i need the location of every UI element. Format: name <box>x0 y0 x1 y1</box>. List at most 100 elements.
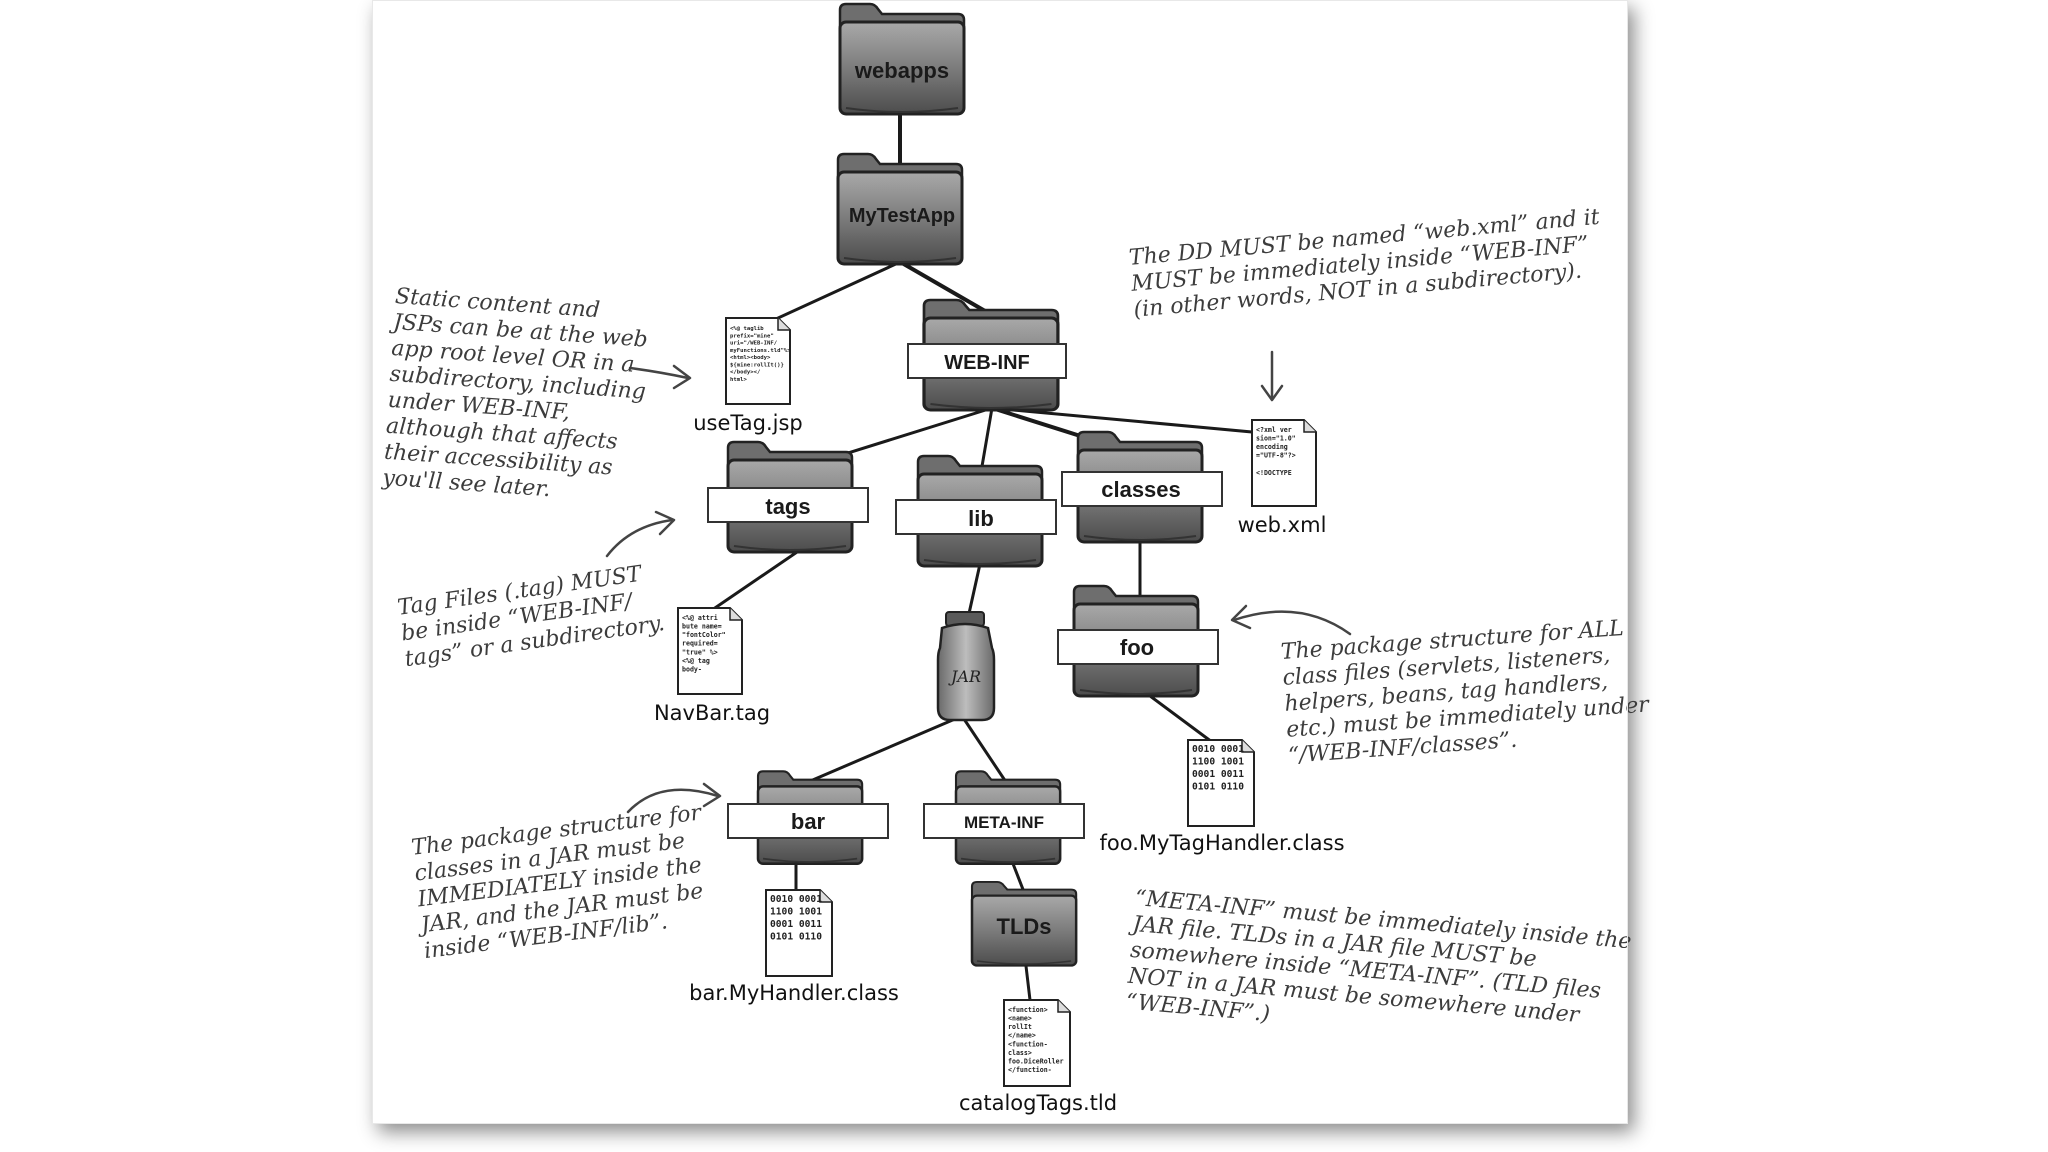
folder-tlds[interactable]: TLDs <box>970 880 1078 967</box>
file-caption-foo_class: foo.MyTagHandler.class <box>1099 831 1344 855</box>
file-content-line: html> <box>730 377 747 383</box>
edge-jar-bar <box>806 714 964 784</box>
file-page <box>725 317 791 405</box>
file-content-line: <function- <box>1008 1040 1048 1048</box>
file-content-line: foo.DiceRoller <box>1008 1057 1064 1065</box>
edge-jar-metainf <box>960 714 1008 784</box>
folder-label-tlds: TLDs <box>997 914 1052 939</box>
file-content-line: prefix="mine" <box>730 333 774 339</box>
file-page <box>1003 999 1071 1087</box>
files-layer: <%@ taglibprefix="mine"uri="/WEB-INF/myF… <box>654 317 1345 1115</box>
folder-label-classes: classes <box>1101 477 1181 502</box>
file-content-line: rollIt <box>1008 1023 1032 1031</box>
arrow-static-to-usetag <box>628 364 692 390</box>
file-content-line: <%@ attri <box>682 614 718 622</box>
jar-archive[interactable]: JAR <box>936 611 996 722</box>
folder-metainf[interactable]: META-INF <box>923 770 1085 865</box>
edge-tags-navbar <box>710 548 802 612</box>
file-content-line: <!DOCTYPE <box>1256 469 1292 477</box>
file-caption-usetag: useTag.jsp <box>693 411 803 435</box>
file-caption-webxml: web.xml <box>1238 513 1327 537</box>
file-page <box>765 889 833 977</box>
folder-label-lib: lib <box>968 506 994 531</box>
folder-tag-bar <box>727 803 889 839</box>
folder-label-mytestapp: MyTestApp <box>849 205 955 227</box>
folder-tag-foo <box>1057 629 1219 665</box>
folder-label-webapps: webapps <box>854 58 949 83</box>
folder-classes[interactable]: classes <box>1061 430 1223 544</box>
file-content-line: </function- <box>1008 1066 1052 1074</box>
file-content-line: 0101 0110 <box>770 931 822 942</box>
folder-tags[interactable]: tags <box>707 440 869 554</box>
folder-webinf[interactable]: WEB-INF <box>907 298 1067 412</box>
folder-label-metainf: META-INF <box>964 813 1044 832</box>
file-page <box>677 607 743 695</box>
file-page-fold <box>1303 420 1316 433</box>
file-content-line: <%@ tag <box>682 657 710 665</box>
arrow-tagfiles-to-tags <box>605 510 676 558</box>
file-content-line: <function> <box>1008 1006 1048 1014</box>
file-content-line: </body></ <box>730 370 761 376</box>
annotation-arrows <box>605 350 1352 814</box>
file-content-line: bute name= <box>682 623 722 631</box>
edge-foo-fooclass <box>1140 688 1214 744</box>
file-content-line: <%@ taglib <box>730 326 764 332</box>
folder-lib[interactable]: lib <box>895 454 1057 568</box>
folder-label-tags: tags <box>765 494 810 519</box>
file-content-line: <html><body> <box>730 355 771 361</box>
file-content-line: "fontColor" <box>682 631 726 639</box>
file-content-line: <name> <box>1008 1015 1032 1023</box>
file-page-fold <box>777 318 790 331</box>
folder-webapps[interactable]: webapps <box>838 2 966 116</box>
file-content-line: myFunctions.tld"%> <box>730 348 791 354</box>
file-page-fold <box>1241 740 1254 753</box>
file-content-line: </name> <box>1008 1032 1036 1040</box>
file-content-line: ="UTF-8"?> <box>1256 452 1296 460</box>
arrow-jar-to-bar <box>626 782 722 814</box>
file-catalogtags-tld[interactable]: <function><name>rollIt</name><function-c… <box>959 999 1117 1115</box>
file-content-line: body- <box>682 665 702 673</box>
folder-bar[interactable]: bar <box>727 770 889 865</box>
file-content-line: encoding <box>1256 443 1288 451</box>
file-content-line: 1100 1001 <box>1192 756 1244 767</box>
arrow-package-to-foo <box>1230 604 1352 636</box>
file-content-line: sion="1.0" <box>1256 435 1296 443</box>
file-usetag-jsp[interactable]: <%@ taglibprefix="mine"uri="/WEB-INF/myF… <box>693 317 803 435</box>
file-content-line: 0101 0110 <box>1192 781 1244 792</box>
file-content-line: ${mine:rollIt()} <box>730 362 784 368</box>
folder-label-webinf: WEB-INF <box>944 352 1030 374</box>
folder-label-foo: foo <box>1120 635 1154 660</box>
file-content-line: class> <box>1008 1049 1032 1057</box>
file-caption-bar_class: bar.MyHandler.class <box>689 981 899 1005</box>
folder-tag-classes <box>1061 471 1223 507</box>
file-content-line: <?xml ver <box>1256 426 1292 434</box>
file-content-line: 1100 1001 <box>770 906 822 917</box>
jar-label: JAR <box>948 667 981 686</box>
folder-mytestapp[interactable]: MyTestApp <box>836 152 964 266</box>
file-caption-catalog: catalogTags.tld <box>959 1091 1117 1115</box>
folder-tag-webinf <box>907 343 1067 379</box>
file-page-fold <box>819 890 832 903</box>
folder-tag-lib <box>895 499 1057 535</box>
edge-mytestapp-webinf <box>900 261 994 317</box>
folder-tag-metainf <box>923 803 1085 839</box>
edge-tlds-catalog <box>1024 964 1032 1002</box>
file-content-line: 0010 0001 <box>770 894 822 905</box>
folder-label-bar: bar <box>791 809 826 834</box>
file-page <box>1251 419 1317 507</box>
arrow-dd-to-webxml <box>1260 350 1284 402</box>
file-content-line: 0001 0011 <box>770 919 822 930</box>
edge-lib-jar <box>966 562 982 620</box>
file-page <box>1187 739 1255 827</box>
file-content-line: 0010 0001 <box>1192 744 1244 755</box>
edge-webinf-webxml <box>990 406 1254 434</box>
file-content-line: 0001 0011 <box>1192 769 1244 780</box>
folder-foo[interactable]: foo <box>1057 584 1219 698</box>
